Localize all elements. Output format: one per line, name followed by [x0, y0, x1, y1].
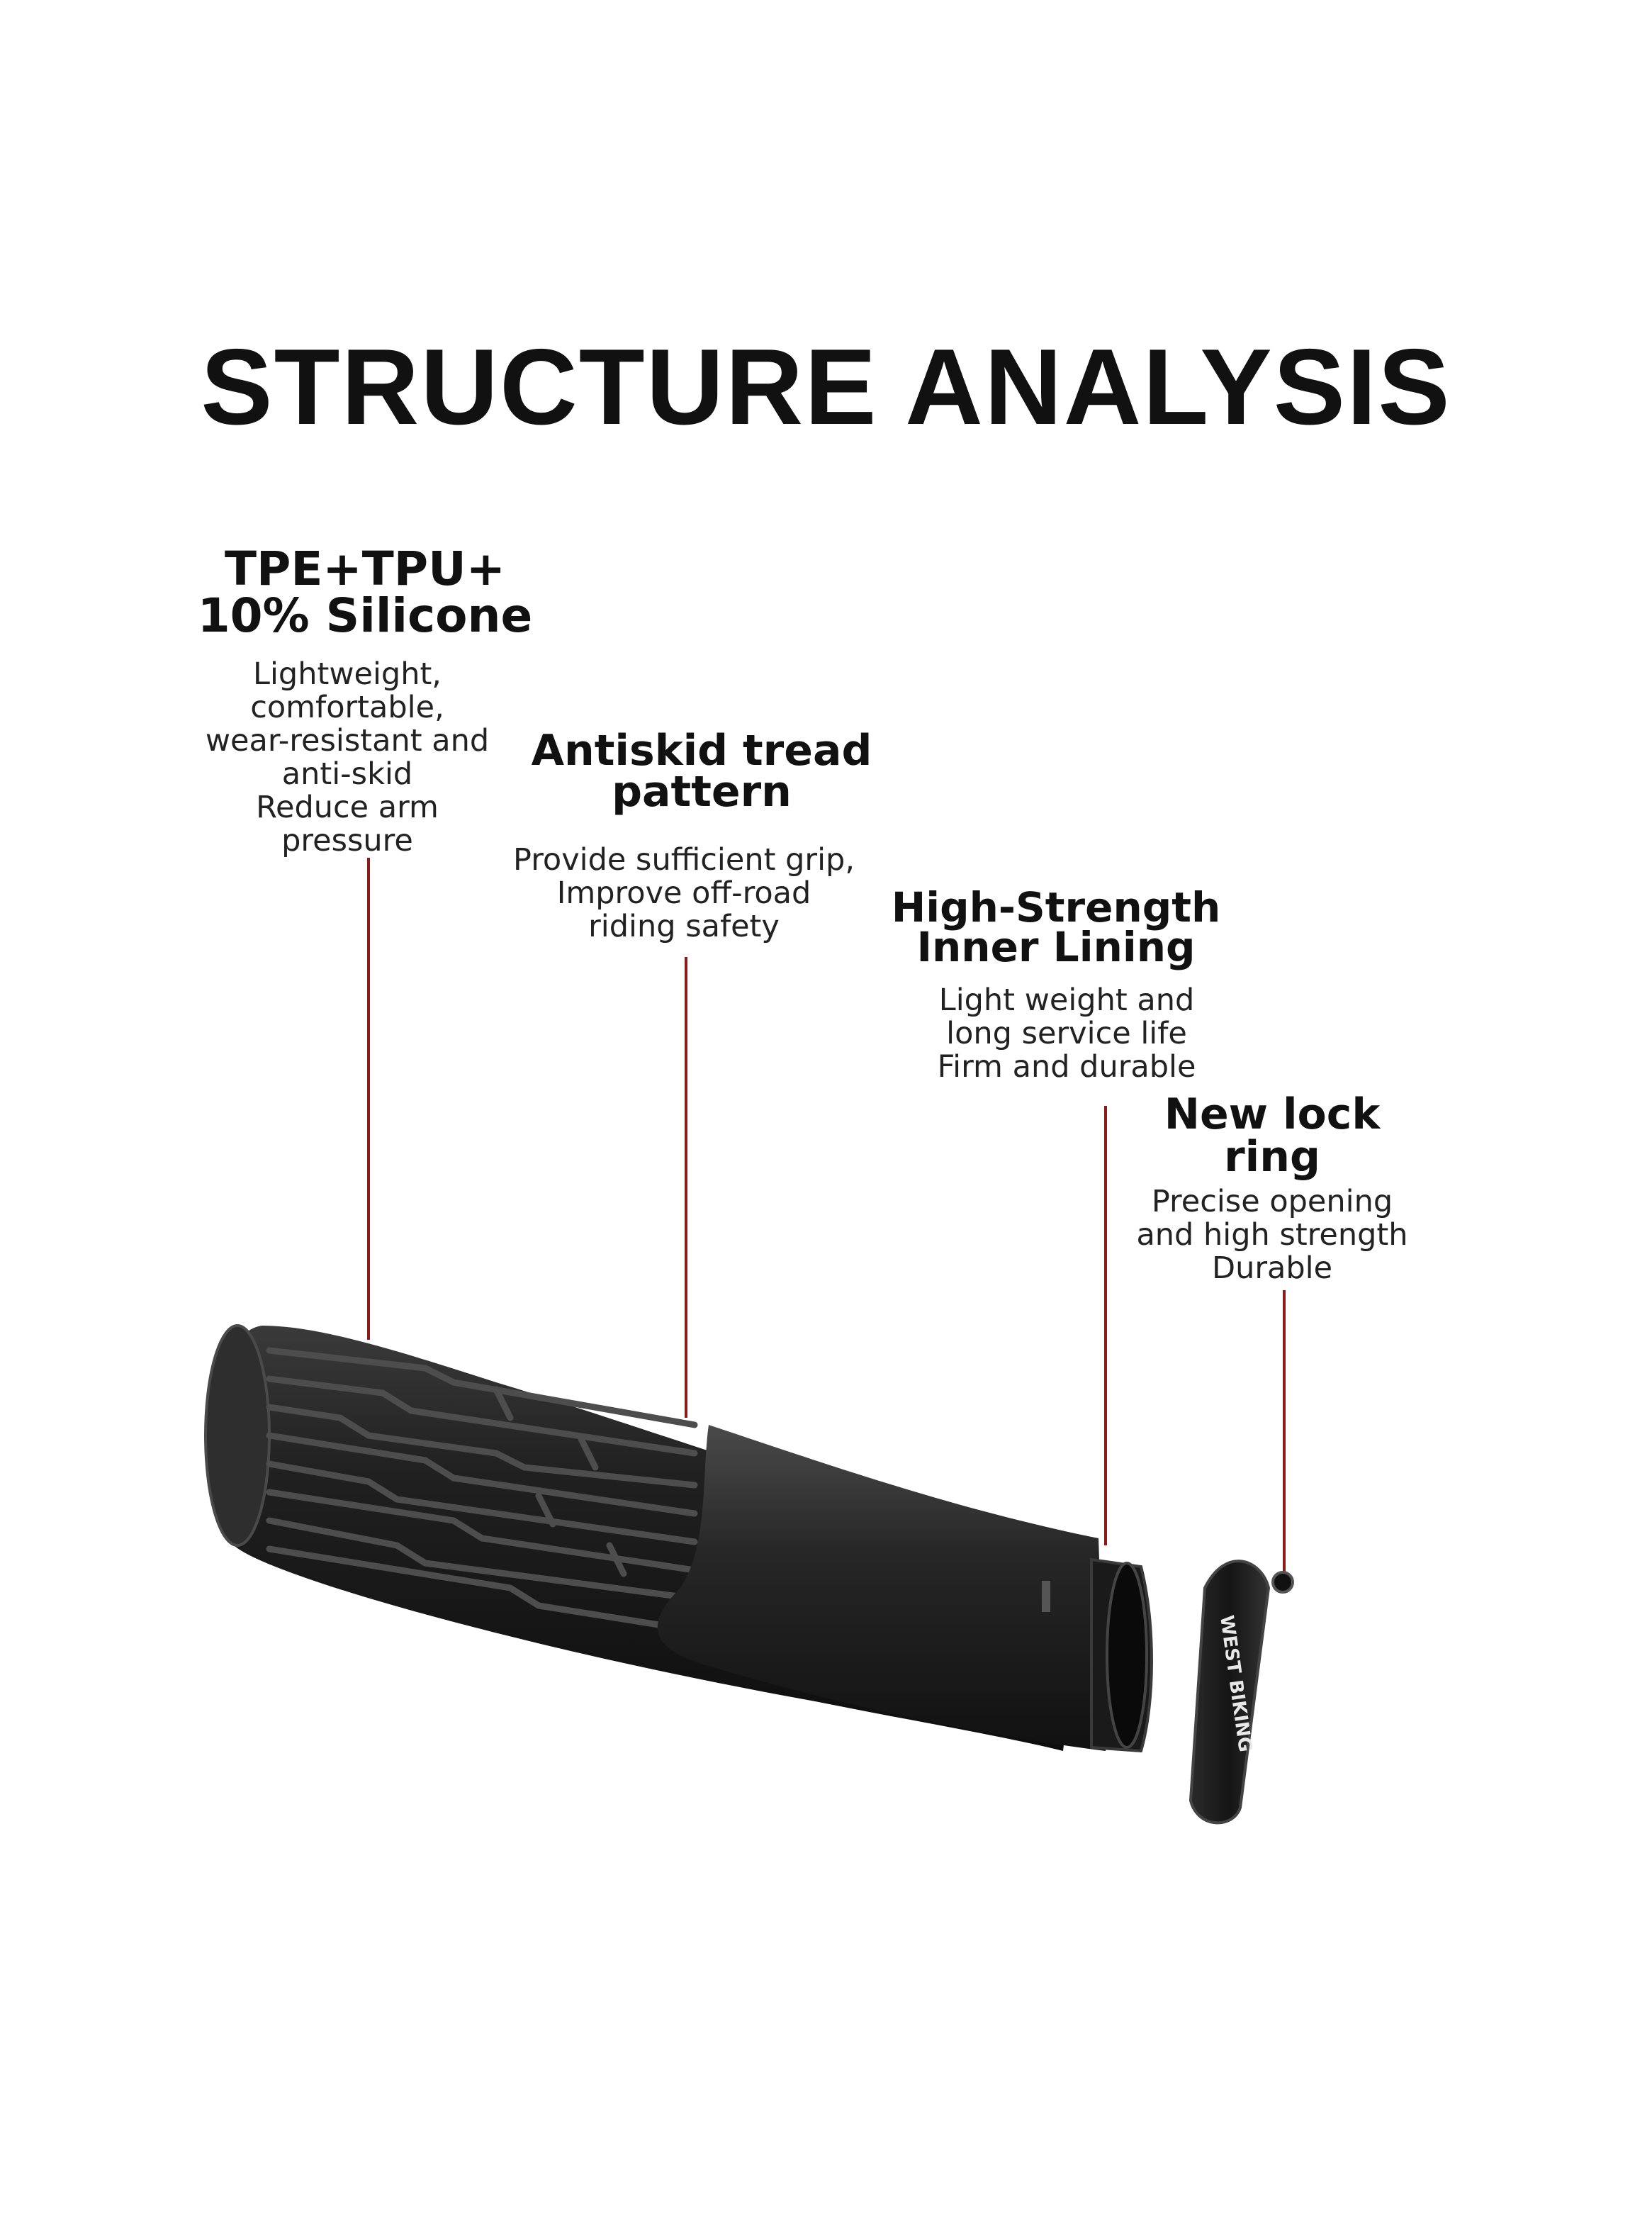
feature-3-desc-line: Light weight and [938, 983, 1195, 1018]
feature-1-desc-line: anti-skid [281, 756, 413, 792]
feature-2-desc-line: Improve off-road [556, 875, 811, 911]
grip-marking [1042, 1581, 1050, 1612]
feature-1-desc-line: pressure [281, 823, 413, 858]
feature-1-callout-line [367, 858, 370, 1340]
feature-4-desc-line: and high strength [1136, 1217, 1408, 1253]
feature-2-callout-line [685, 957, 687, 1418]
grip-body [204, 1324, 1153, 1753]
feature-3-title-line: High-Strength [891, 883, 1221, 931]
feature-4-desc-line: Durable [1211, 1250, 1333, 1286]
feature-3-description: Light weight and long service life Firm … [907, 984, 1226, 1084]
feature-1-title-line: TPE+TPU+ [224, 542, 506, 596]
lock-ring-bolt-icon [1271, 1571, 1294, 1594]
feature-2-desc-line: Provide sufficient grip, [513, 842, 855, 878]
feature-3-desc-line: Firm and durable [937, 1049, 1196, 1085]
page-title: STRUCTURE ANALYSIS [201, 327, 1451, 447]
feature-1-desc-line: Reduce arm [256, 790, 439, 825]
feature-1-desc-line: Lightweight, [253, 656, 442, 692]
feature-2-title-line: Antiskid tread [531, 726, 872, 776]
feature-2-title-line: pattern [612, 767, 792, 817]
feature-4-title-line: ring [1224, 1132, 1320, 1182]
feature-1-title-line: 10% Silicone [197, 588, 533, 643]
feature-3-desc-line: long service life [946, 1016, 1187, 1051]
feature-4-callout-line [1283, 1290, 1286, 1588]
feature-2-desc-line: riding safety [588, 909, 780, 944]
feature-2-description: Provide sufficient grip, Improve off-roa… [503, 844, 865, 944]
feature-4-desc-line: Precise opening [1151, 1184, 1393, 1219]
feature-3-title: High-Strength Inner Lining [879, 883, 1233, 971]
feature-1-desc-line: comfortable, [250, 690, 444, 725]
lock-ring: WEST BIKING [1189, 1560, 1294, 1825]
feature-2-title: Antiskid tread pattern [510, 726, 893, 817]
feature-1-title: TPE+TPU+ 10% Silicone [177, 546, 553, 639]
feature-3-callout-line [1104, 1106, 1107, 1545]
feature-4-title-line: New lock [1164, 1090, 1381, 1139]
feature-1-desc-line: wear-resistant and [205, 723, 490, 759]
feature-4-description: Precise opening and high strength Durabl… [1113, 1185, 1432, 1285]
feature-3-title-line: Inner Lining [916, 923, 1196, 971]
feature-4-title: New lock ring [1120, 1093, 1425, 1178]
feature-1-description: Lightweight, comfortable, wear-resistant… [184, 658, 510, 858]
